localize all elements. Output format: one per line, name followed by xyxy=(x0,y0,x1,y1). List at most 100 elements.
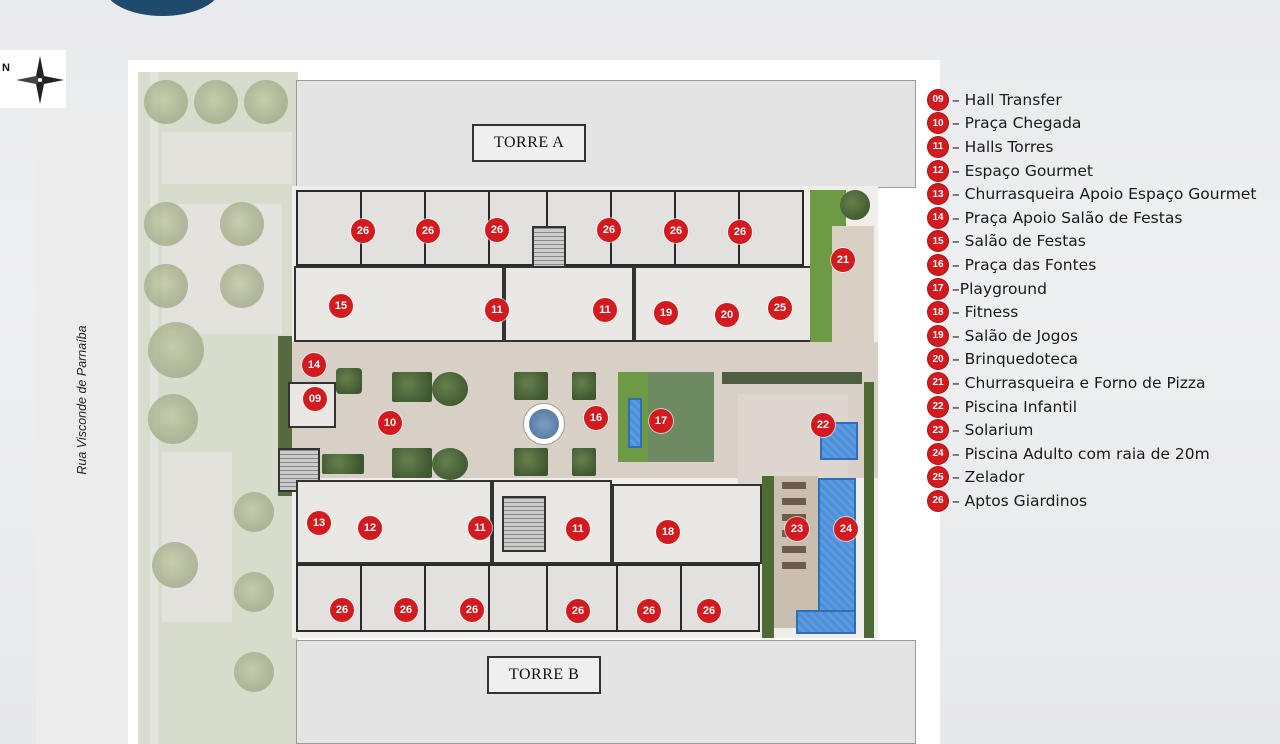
amenity-marker-11: 11 xyxy=(566,517,590,541)
tree xyxy=(144,264,188,308)
legend-item: 19– Salão de Jogos xyxy=(928,324,1278,348)
shrub xyxy=(322,454,364,474)
legend-label: – Aptos Giardinos xyxy=(952,491,1088,510)
hedge xyxy=(864,382,874,638)
fitness-block xyxy=(612,484,762,564)
torre-b-footprint xyxy=(296,640,916,744)
adult-pool xyxy=(818,478,856,624)
legend-label: – Solarium xyxy=(952,421,1034,440)
amenity-marker-26: 26 xyxy=(637,599,661,623)
compass-rose-icon xyxy=(16,56,64,104)
legend-number-badge: 18 xyxy=(928,302,948,323)
legend-number-badge: 16 xyxy=(928,254,948,275)
legend-label: – Zelador xyxy=(952,468,1025,487)
legend-number-badge: 21 xyxy=(928,372,948,393)
amenity-marker-26: 26 xyxy=(664,219,688,243)
legend-number-badge: 11 xyxy=(928,136,948,157)
legend-item: 13– Churrasqueira Apoio Espaço Gourmet xyxy=(928,182,1278,206)
legend-number-badge: 12 xyxy=(928,160,948,181)
amenity-marker-26: 26 xyxy=(597,218,621,242)
legend-label: – Piscina Infantil xyxy=(952,397,1078,416)
apartment xyxy=(360,564,426,632)
amenity-marker-11: 11 xyxy=(485,298,509,322)
legend-item: 15– Salão de Festas xyxy=(928,230,1278,254)
amenity-marker-18: 18 xyxy=(656,520,680,544)
legend-label: – Halls Torres xyxy=(952,137,1054,156)
legend-number-badge: 17 xyxy=(928,278,948,299)
legend-item: 12– Espaço Gourmet xyxy=(928,159,1278,183)
legend-label: – Praça das Fontes xyxy=(952,255,1097,274)
legend-number-badge: 09 xyxy=(928,89,948,110)
legend-label: –Playground xyxy=(952,279,1047,298)
amenity-marker-26: 26 xyxy=(351,219,375,243)
tree xyxy=(148,322,204,378)
amenity-marker-26: 26 xyxy=(566,599,590,623)
amenity-marker-20: 20 xyxy=(715,303,739,327)
fountain-pool xyxy=(628,398,642,448)
legend-label: – Espaço Gourmet xyxy=(952,161,1093,180)
legend-item: 26– Aptos Giardinos xyxy=(928,489,1278,513)
legend-label: – Churrasqueira Apoio Espaço Gourmet xyxy=(952,185,1257,204)
legend-label: – Fitness xyxy=(952,303,1019,322)
lounger xyxy=(782,482,806,489)
legend-number-badge: 26 xyxy=(928,490,948,511)
legend-label: – Churrasqueira e Forno de Pizza xyxy=(952,373,1206,392)
apartment xyxy=(424,564,490,632)
legend-number-badge: 10 xyxy=(928,113,948,134)
amenity-marker-19: 19 xyxy=(654,301,678,325)
fountain xyxy=(524,404,564,444)
kids-pool xyxy=(820,422,858,460)
amenity-marker-17: 17 xyxy=(649,409,673,433)
legend-number-badge: 25 xyxy=(928,467,948,488)
tree xyxy=(432,372,468,406)
shrub xyxy=(572,448,596,476)
amenity-marker-12: 12 xyxy=(358,516,382,540)
legend-label: – Piscina Adulto com raia de 20m xyxy=(952,444,1210,463)
amenity-marker-09: 09 xyxy=(303,387,327,411)
legend-item: 22– Piscina Infantil xyxy=(928,395,1278,419)
legend-number-badge: 13 xyxy=(928,184,948,205)
bbq-deck xyxy=(832,226,874,346)
garden-plaza xyxy=(162,132,292,184)
amenity-marker-26: 26 xyxy=(697,599,721,623)
amenity-marker-26: 26 xyxy=(330,598,354,622)
shrub xyxy=(336,368,362,394)
legend-number-badge: 15 xyxy=(928,231,948,252)
amenity-marker-22: 22 xyxy=(811,413,835,437)
street-name: Rua Visconde de Parnaíba xyxy=(75,325,89,475)
amenity-marker-21: 21 xyxy=(831,248,855,272)
tree xyxy=(148,394,198,444)
apartment xyxy=(488,564,548,632)
adult-pool-lane xyxy=(796,610,856,634)
legend-item: 24– Piscina Adulto com raia de 20m xyxy=(928,442,1278,466)
tree xyxy=(432,448,468,480)
apartment xyxy=(296,564,362,632)
tree xyxy=(144,80,188,124)
tree xyxy=(194,80,238,124)
tree xyxy=(220,202,264,246)
amenity-marker-26: 26 xyxy=(460,598,484,622)
north-label: N xyxy=(2,62,10,74)
stairwell-b xyxy=(502,496,546,552)
amenity-marker-10: 10 xyxy=(378,411,402,435)
legend-label: – Praça Apoio Salão de Festas xyxy=(952,208,1183,227)
amenity-marker-16: 16 xyxy=(584,406,608,430)
lounger xyxy=(782,498,806,505)
amenity-marker-26: 26 xyxy=(394,598,418,622)
legend-number-badge: 14 xyxy=(928,207,948,228)
legend-item: 16– Praça das Fontes xyxy=(928,253,1278,277)
legend-label: – Praça Chegada xyxy=(952,114,1082,133)
shrub xyxy=(514,372,548,400)
tree xyxy=(840,190,870,220)
amenity-marker-13: 13 xyxy=(307,511,331,535)
amenity-marker-11: 11 xyxy=(468,516,492,540)
amenity-marker-14: 14 xyxy=(302,353,326,377)
torre-a-footprint xyxy=(296,80,916,188)
amenity-marker-23: 23 xyxy=(785,517,809,541)
public-garden xyxy=(138,72,298,744)
legend-item: 21– Churrasqueira e Forno de Pizza xyxy=(928,371,1278,395)
legend-number-badge: 22 xyxy=(928,396,948,417)
amenity-marker-26: 26 xyxy=(416,219,440,243)
street-strip xyxy=(36,110,128,744)
shrub xyxy=(392,372,432,402)
